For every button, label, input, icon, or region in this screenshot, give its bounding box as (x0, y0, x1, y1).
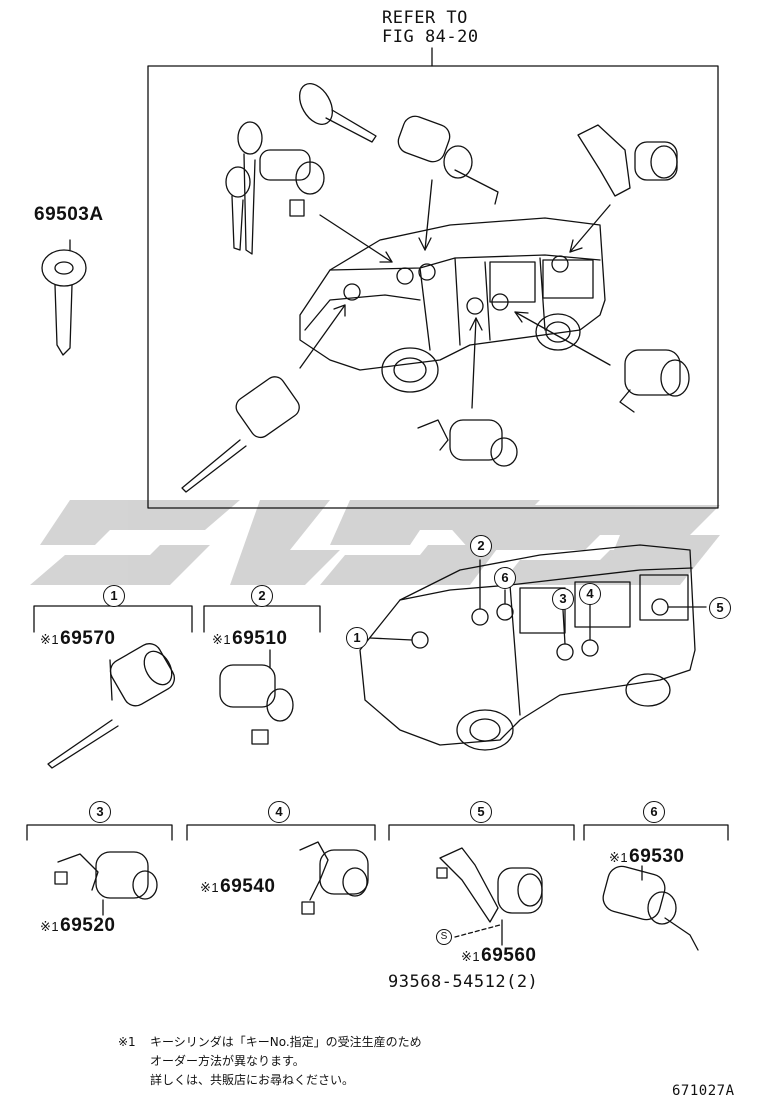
part-label-69570: ※169570 (40, 628, 115, 650)
note-mark: ※1 (200, 880, 220, 895)
callout-6: 6 (494, 567, 516, 589)
note-mark: ※1 (212, 632, 232, 647)
part-69510-icon (219, 649, 294, 745)
part-69530-icon (602, 865, 699, 951)
part-69570-icon (47, 643, 176, 769)
part-label-69520: ※169520 (40, 915, 115, 937)
section-index-6: 6 (643, 801, 665, 823)
watermark-logo (30, 500, 720, 585)
callout-2: 2 (470, 535, 492, 557)
upper-cylinder-b-icon (577, 124, 678, 197)
refer-to-text: REFER TO (382, 8, 468, 28)
note-mark: ※1 (40, 919, 60, 934)
part-number: 69510 (232, 628, 288, 649)
refer-figure-text: FIG 84-20 (382, 27, 479, 47)
figure-id: 671027A (672, 1083, 735, 1099)
part-69520-icon (54, 851, 158, 916)
screw-symbol: S (436, 929, 452, 945)
section-index-4: 4 (268, 801, 290, 823)
upper-cylinder-d-icon (417, 419, 518, 467)
section-index-2: 2 (251, 585, 273, 607)
section-index-3: 3 (89, 801, 111, 823)
callout-4: 4 (579, 583, 601, 605)
part-label-69510: ※169510 (212, 628, 287, 650)
note-mark: ※1 (40, 632, 60, 647)
part-label-69560: ※169560 (461, 945, 536, 967)
part-number: 69540 (220, 876, 276, 897)
note-line-3: 詳しくは、共販店にお尋ねください。 (150, 1073, 355, 1087)
upper-key-blank-icon (298, 83, 377, 143)
part-number: 69520 (60, 915, 116, 936)
section-brackets (26, 605, 729, 841)
reference-frame (147, 65, 719, 509)
callout-1: 1 (346, 627, 368, 649)
section-index-5: 5 (470, 801, 492, 823)
key-part-number: 69503A (34, 204, 104, 225)
part-label-69540: ※169540 (200, 876, 275, 898)
upper-cylinder-a-icon (397, 115, 499, 205)
part-number: 69570 (60, 628, 116, 649)
callout-5: 5 (709, 597, 731, 619)
screw-part-number: 93568-54512(2) (388, 972, 539, 992)
note-line-1: キーシリンダは「キーNo.指定」の受注生産のため (150, 1035, 422, 1049)
note-line-2: オーダー方法が異なります。 (150, 1054, 305, 1068)
part-69540-icon (299, 841, 369, 915)
note-mark: ※1 (461, 949, 481, 964)
part-number: 69530 (629, 846, 685, 867)
part-label-69530: ※169530 (609, 846, 684, 868)
note-mark: ※1 (609, 850, 629, 865)
upper-keys-icon (225, 121, 325, 255)
part-69560-icon (436, 847, 543, 946)
note-mark-footnote: ※1 (118, 1035, 136, 1049)
part-number: 69560 (481, 945, 537, 966)
van-upper-illustration (299, 217, 606, 393)
key-69503a-icon (41, 239, 87, 356)
section-index-1: 1 (103, 585, 125, 607)
location-arrows (299, 179, 611, 409)
upper-ignition-icon (181, 376, 300, 493)
callout-3: 3 (552, 588, 574, 610)
upper-cylinder-c-icon (619, 349, 690, 413)
